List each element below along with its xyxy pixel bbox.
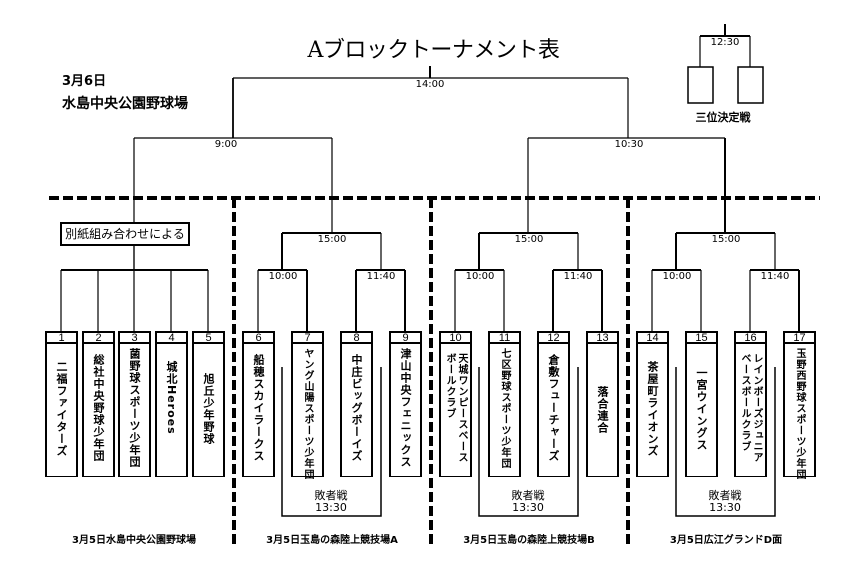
team-name: レインボーズジュニアベースボールクラブ bbox=[739, 353, 762, 463]
team-slot bbox=[155, 344, 188, 477]
time-block3-r1-right: 11:40 bbox=[563, 271, 593, 282]
team-number: 8 bbox=[340, 331, 373, 344]
team-name: 一宮ウイングス bbox=[695, 366, 708, 451]
team-name: 茶屋町ライオンズ bbox=[646, 360, 659, 457]
time-third-place: 12:30 bbox=[710, 37, 740, 48]
team-slot bbox=[82, 344, 115, 477]
team-number: 7 bbox=[291, 331, 324, 344]
team-slot bbox=[340, 344, 373, 477]
loser-match-label-b: 敗者戦 bbox=[511, 489, 545, 502]
team-name: ヤング山陽スポーツ少年団 bbox=[302, 348, 313, 480]
team-name: 倉敷フューチャーズ bbox=[547, 354, 560, 463]
team-name: 津山中央フェニックス bbox=[399, 348, 412, 468]
team-number: 5 bbox=[192, 331, 225, 344]
time-final: 14:00 bbox=[415, 79, 445, 90]
special-note-box: 別紙組み合わせによる bbox=[60, 222, 190, 246]
team-name: 落合連合 bbox=[596, 385, 609, 434]
time-block4-qf: 15:00 bbox=[711, 234, 741, 245]
team-name: 七区野球スポーツ少年団 bbox=[499, 348, 510, 469]
team-name: 玉野西野球スポーツ少年団 bbox=[794, 348, 805, 480]
third-place-slot-2 bbox=[737, 66, 764, 104]
team-slot bbox=[586, 344, 619, 477]
block-venue-1: 3月5日水島中央公園野球場 bbox=[72, 535, 196, 546]
team-slot bbox=[291, 344, 324, 477]
team-number: 14 bbox=[636, 331, 669, 344]
final-venue: 水島中央公園野球場 bbox=[62, 96, 188, 112]
team-name: 旭丘少年野球 bbox=[202, 373, 215, 445]
loser-match-label-d: 敗者戦 bbox=[708, 489, 742, 502]
block-venue-3: 3月5日玉島の森陸上競技場B bbox=[463, 535, 595, 546]
team-number: 1 bbox=[45, 331, 78, 344]
team-slot bbox=[118, 344, 151, 477]
team-number: 3 bbox=[118, 331, 151, 344]
time-semi-left: 9:00 bbox=[214, 139, 238, 150]
team-slot bbox=[192, 344, 225, 477]
team-slot bbox=[537, 344, 570, 477]
team-name: 中庄ビッグボーイズ bbox=[350, 354, 363, 463]
loser-match-time-a: 13:30 bbox=[315, 501, 347, 514]
team-number: 2 bbox=[82, 331, 115, 344]
time-block3-r1-left: 10:00 bbox=[465, 271, 495, 282]
team-slot bbox=[488, 344, 521, 477]
time-block2-qf: 15:00 bbox=[317, 234, 347, 245]
team-slot bbox=[685, 344, 718, 477]
time-block2-r1-right: 11:40 bbox=[366, 271, 396, 282]
team-name: 二福ファイターズ bbox=[55, 360, 68, 457]
team-slot bbox=[242, 344, 275, 477]
page-title: Aブロックトーナメント表 bbox=[307, 38, 560, 63]
loser-match-label-a: 敗者戦 bbox=[314, 489, 348, 502]
team-number: 13 bbox=[586, 331, 619, 344]
time-semi-right: 10:30 bbox=[614, 139, 644, 150]
team-number: 17 bbox=[783, 331, 816, 344]
team-slot bbox=[734, 344, 767, 477]
team-number: 9 bbox=[389, 331, 422, 344]
team-name: 城北Heroes bbox=[165, 360, 178, 435]
loser-match-time-b: 13:30 bbox=[512, 501, 544, 514]
final-date: 3月6日 bbox=[62, 74, 107, 89]
team-name: 菌野球スポーツ少年団 bbox=[128, 348, 141, 468]
team-slot bbox=[389, 344, 422, 477]
time-block4-r1-right: 11:40 bbox=[760, 271, 790, 282]
third-place-slot-1 bbox=[687, 66, 714, 104]
loser-match-time-d: 13:30 bbox=[709, 501, 741, 514]
team-number: 15 bbox=[685, 331, 718, 344]
team-number: 12 bbox=[537, 331, 570, 344]
team-number: 10 bbox=[439, 331, 472, 344]
team-name: 天城ワンピースベースボールクラブ bbox=[444, 353, 467, 463]
block-venue-2: 3月5日玉島の森陸上競技場A bbox=[266, 535, 398, 546]
team-slot bbox=[439, 344, 472, 477]
time-block3-qf: 15:00 bbox=[514, 234, 544, 245]
time-block4-r1-left: 10:00 bbox=[662, 271, 692, 282]
team-slot bbox=[45, 344, 78, 477]
team-name: 総社中央野球少年団 bbox=[92, 354, 105, 463]
team-number: 6 bbox=[242, 331, 275, 344]
team-number: 11 bbox=[488, 331, 521, 344]
team-number: 4 bbox=[155, 331, 188, 344]
team-slot bbox=[636, 344, 669, 477]
third-place-label: 三位決定戦 bbox=[695, 111, 751, 124]
block-venue-4: 3月5日広江グランドD面 bbox=[669, 535, 783, 546]
team-name: 船穂スカイラークス bbox=[252, 354, 265, 463]
time-block2-r1-left: 10:00 bbox=[268, 271, 298, 282]
team-slot bbox=[783, 344, 816, 477]
team-number: 16 bbox=[734, 331, 767, 344]
